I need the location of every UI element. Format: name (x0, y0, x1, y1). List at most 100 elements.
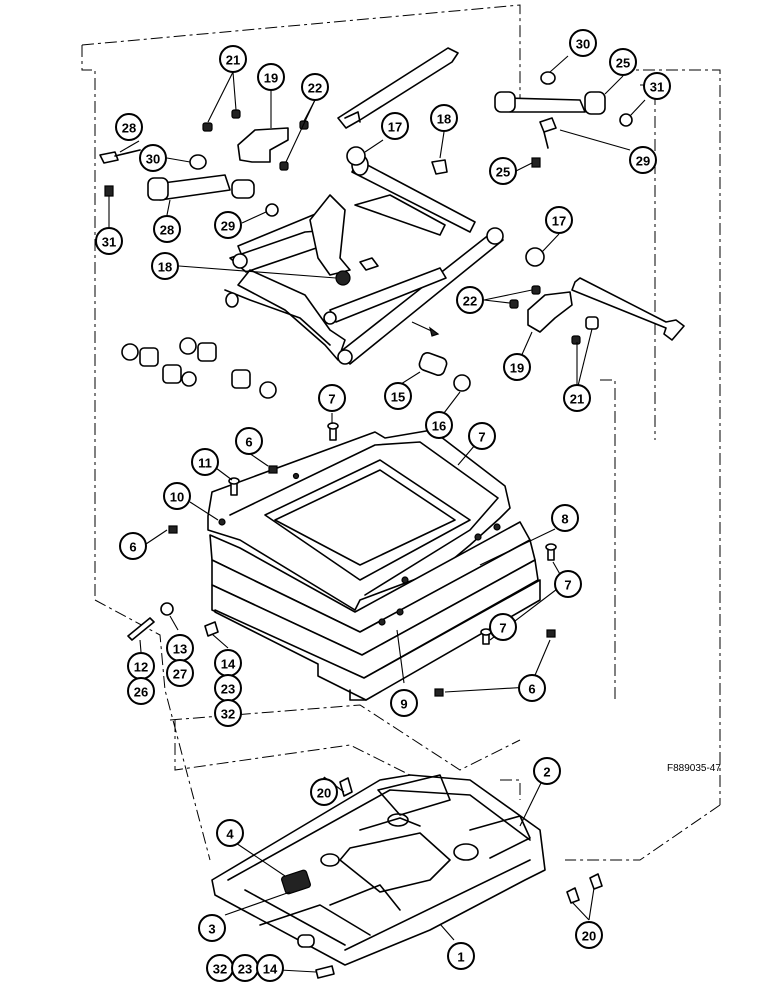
figure-id: F889035-47 (667, 763, 721, 774)
callout-label: 32 (213, 962, 227, 977)
callout-19: 19 (503, 353, 531, 381)
callout-label: 30 (146, 152, 160, 167)
callout-label: 22 (463, 294, 477, 309)
callout-label: 6 (245, 435, 252, 450)
callout-label: 28 (122, 121, 136, 136)
suspension-base (127, 422, 557, 701)
callout-label: 21 (226, 53, 240, 68)
callout-label: 19 (264, 71, 278, 86)
callout-label: 30 (576, 37, 590, 52)
callout-16: 16 (425, 411, 453, 439)
callout-label: 27 (173, 667, 187, 682)
callout-label: 10 (170, 490, 184, 505)
callout-6: 6 (235, 427, 263, 455)
callout-label: 19 (510, 361, 524, 376)
callout-label: 7 (328, 392, 335, 407)
callout-32: 32 (206, 954, 234, 982)
callout-label: 18 (437, 112, 451, 127)
callout-7: 7 (489, 613, 517, 641)
callout-label: 8 (561, 512, 568, 527)
callout-9: 9 (390, 689, 418, 717)
linkage-assembly (99, 47, 685, 399)
callout-label: 32 (221, 707, 235, 722)
callout-6: 6 (119, 532, 147, 560)
callout-label: 18 (158, 260, 172, 275)
callout-22: 22 (301, 73, 329, 101)
callout-25: 25 (489, 157, 517, 185)
callout-label: 9 (400, 697, 407, 712)
callout-label: 6 (129, 540, 136, 555)
callout-25: 25 (609, 48, 637, 76)
callout-label: 6 (528, 682, 535, 697)
callout-label: 23 (238, 962, 252, 977)
callout-label: 25 (616, 56, 630, 71)
callout-label: 12 (134, 660, 148, 675)
callout-1: 1 (447, 942, 475, 970)
callout-label: 28 (160, 223, 174, 238)
callout-label: 2 (543, 765, 550, 780)
callout-label: 3 (208, 922, 215, 937)
callout-14: 14 (256, 954, 284, 982)
callout-19: 19 (257, 63, 285, 91)
callout-11: 11 (191, 448, 219, 476)
callout-label: 26 (134, 685, 148, 700)
callout-31: 31 (643, 72, 671, 100)
callout-28: 28 (115, 113, 143, 141)
callout-13: 13 (166, 634, 194, 662)
callout-12: 12 (127, 652, 155, 680)
callout-29: 29 (214, 211, 242, 239)
callout-label: 17 (388, 120, 402, 135)
callout-label: 29 (636, 154, 650, 169)
callout-18: 18 (430, 104, 458, 132)
callout-30: 30 (139, 144, 167, 172)
callout-21: 21 (219, 45, 247, 73)
callout-label: 21 (570, 392, 584, 407)
callout-27: 27 (166, 659, 194, 687)
callout-label: 31 (650, 80, 664, 95)
callout-label: 14 (221, 657, 236, 672)
callout-label: 11 (198, 456, 212, 471)
callout-28: 28 (153, 215, 181, 243)
callout-label: 4 (226, 827, 234, 842)
callout-label: 29 (221, 219, 235, 234)
callout-7: 7 (318, 384, 346, 412)
callout-label: 22 (308, 81, 322, 96)
callout-6: 6 (518, 674, 546, 702)
callout-20: 20 (575, 921, 603, 949)
callout-label: 1 (457, 950, 464, 965)
callout-23: 23 (231, 954, 259, 982)
callout-label: 7 (499, 621, 506, 636)
callout-label: 7 (478, 430, 485, 445)
callout-label: 16 (432, 419, 446, 434)
callout-label: 23 (221, 682, 235, 697)
callout-21: 21 (563, 384, 591, 412)
callout-8: 8 (551, 504, 579, 532)
callout-31: 31 (95, 227, 123, 255)
callout-label: 14 (263, 962, 278, 977)
callout-10: 10 (163, 482, 191, 510)
callout-17: 17 (545, 206, 573, 234)
callout-7: 7 (554, 570, 582, 598)
callout-label: 20 (317, 786, 331, 801)
callout-label: 13 (173, 642, 187, 657)
callout-32: 32 (214, 699, 242, 727)
base-plate (211, 774, 603, 979)
callout-23: 23 (214, 674, 242, 702)
callout-26: 26 (127, 677, 155, 705)
callout-label: 15 (391, 390, 405, 405)
callout-18: 18 (151, 252, 179, 280)
callout-label: 25 (496, 165, 510, 180)
callout-17: 17 (381, 112, 409, 140)
callout-20: 20 (310, 778, 338, 806)
callout-label: 7 (564, 578, 571, 593)
callout-label: 31 (102, 235, 116, 250)
callout-30: 30 (569, 29, 597, 57)
callout-22: 22 (456, 286, 484, 314)
callout-29: 29 (629, 146, 657, 174)
callout-4: 4 (216, 819, 244, 847)
callout-7: 7 (468, 422, 496, 450)
callout-15: 15 (384, 382, 412, 410)
callout-label: 20 (582, 929, 596, 944)
